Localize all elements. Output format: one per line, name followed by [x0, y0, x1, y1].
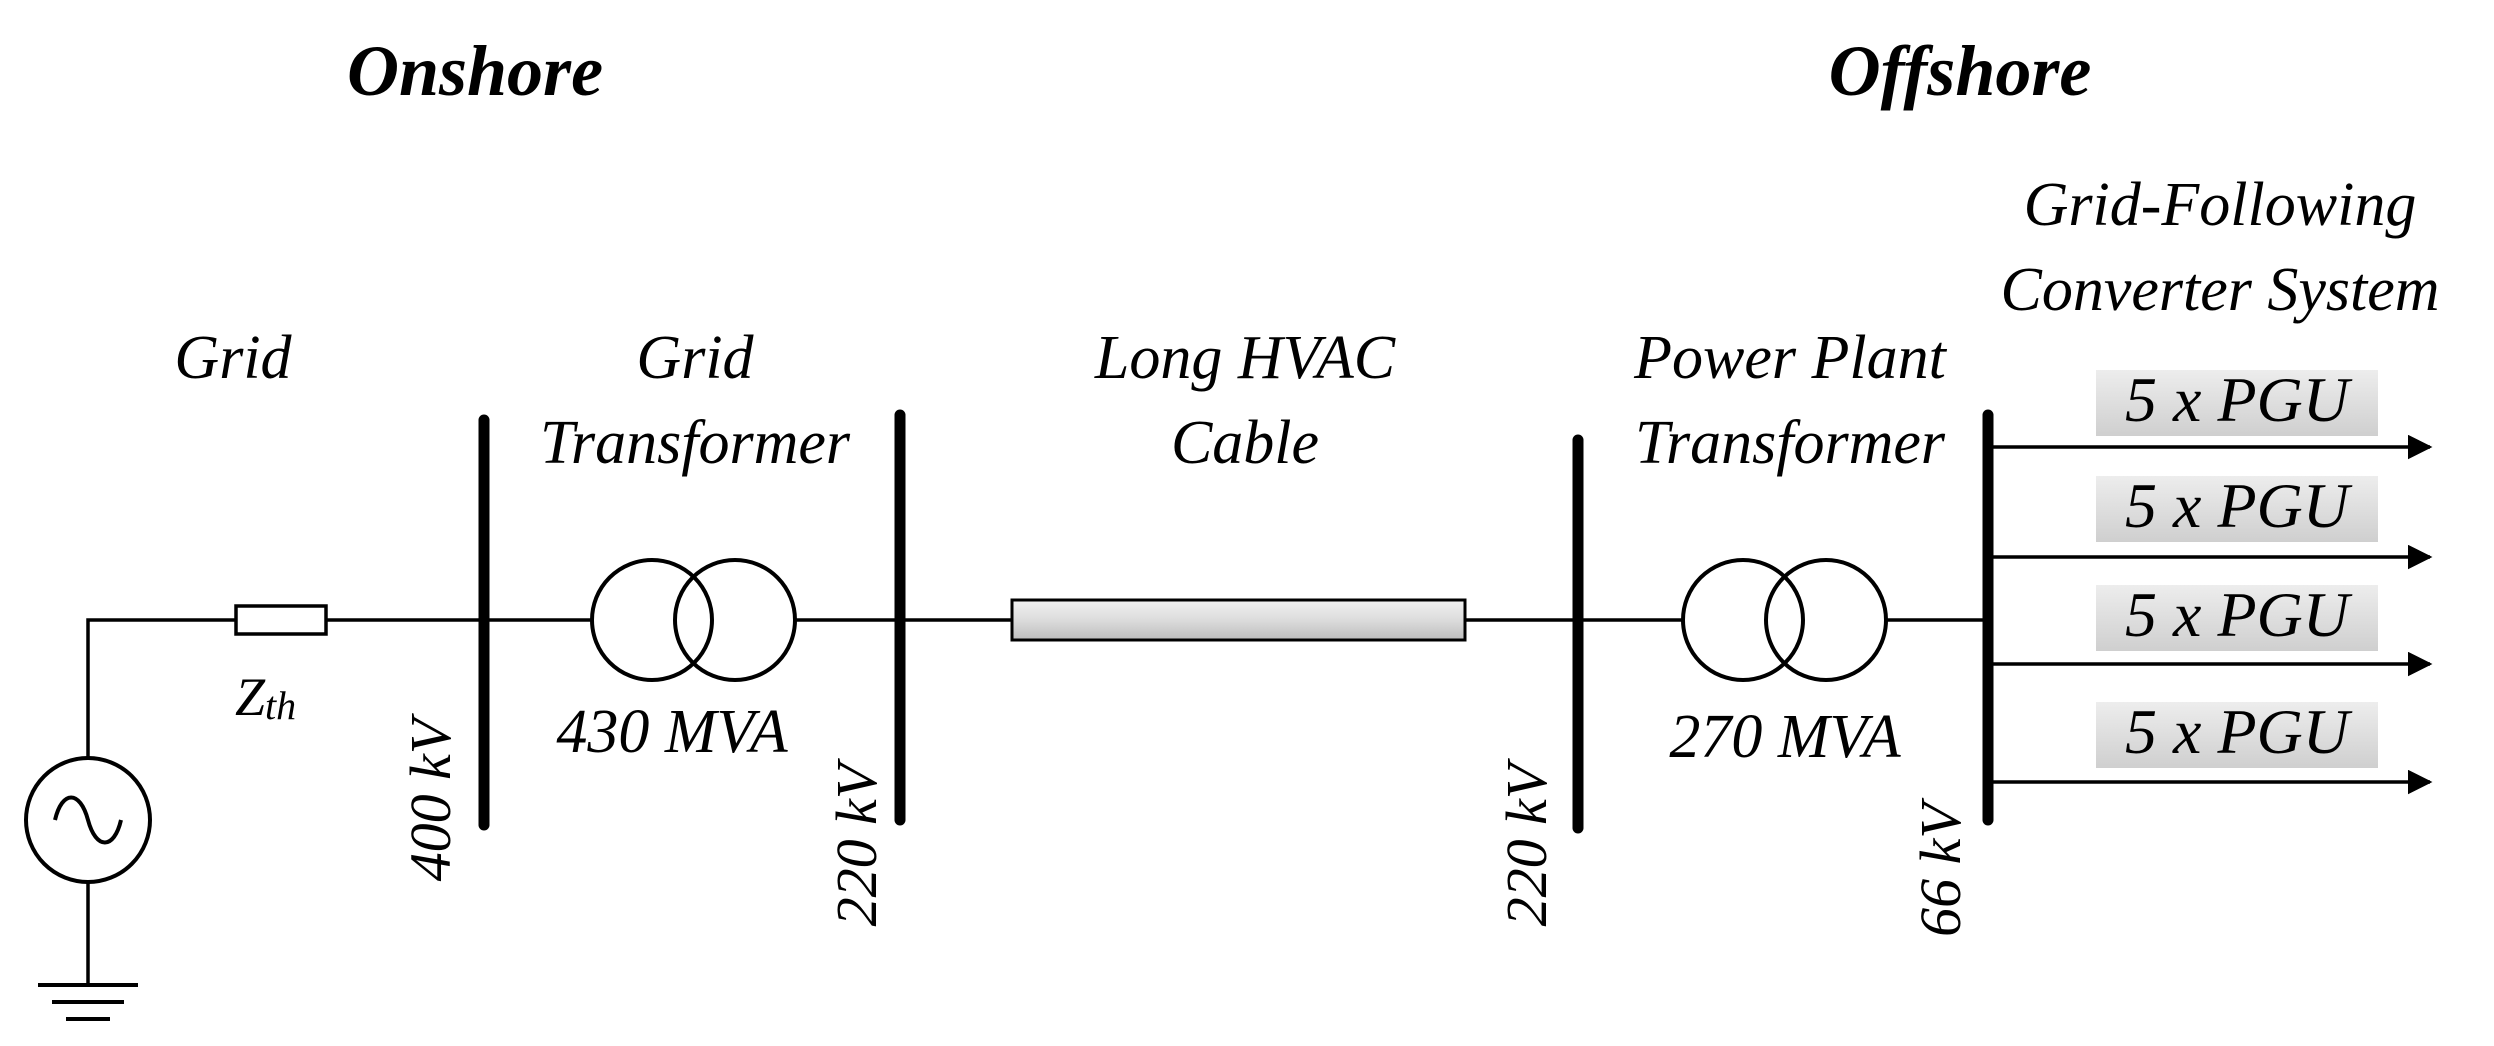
source-feeder-line	[86, 618, 236, 758]
ppt-rating: 270 MVA	[1669, 703, 1901, 771]
pgu-box	[2096, 702, 2378, 768]
pgu-box	[2096, 370, 2378, 436]
pgu-box	[2096, 585, 2378, 651]
pgu-label: 5 x PGU	[2125, 579, 2353, 650]
grid-transformer-label-line1: Grid	[636, 324, 754, 392]
bus-220kv-offshore-voltage-label: 220 kV	[1494, 757, 1559, 926]
pgu-label: 5 x PGU	[2125, 364, 2353, 435]
converter-label-line2: Converter System	[2000, 256, 2439, 324]
converter-system-label: Grid-Following Converter System	[2000, 171, 2439, 324]
ac-voltage-source-icon	[24, 756, 152, 884]
converter-label-line1: Grid-Following	[2024, 171, 2417, 239]
bus-66kv-voltage-label: 66 kV	[1908, 797, 1973, 937]
pgu-label: 5 x PGU	[2125, 696, 2353, 767]
grid-label: Grid	[174, 324, 292, 392]
impedance-label: Zth	[235, 667, 296, 728]
ppt-label-line2: Transformer	[1635, 409, 1946, 477]
cable-label-line2: Cable	[1171, 409, 1319, 477]
ppt-label-line1: Power Plant	[1633, 324, 1947, 392]
bus-400kv-voltage-label: 400 kV	[398, 712, 463, 881]
pgu-feeder: 5 x PGU	[1988, 364, 2433, 460]
bus-220kv-onshore-voltage-label: 220 kV	[824, 757, 889, 926]
pgu-label: 5 x PGU	[2125, 470, 2353, 541]
grid-transformer-rating: 430 MVA	[556, 698, 788, 766]
cable-label-line1: Long HVAC	[1094, 324, 1396, 392]
grid-transformer-label-line2: Transformer	[540, 409, 851, 477]
cable-label: Long HVAC Cable	[1094, 324, 1396, 477]
pgu-feeder: 5 x PGU	[1988, 470, 2433, 570]
pgu-box	[2096, 476, 2378, 542]
hvac-cable	[1010, 598, 1467, 642]
grid-transformer-label: Grid Transformer	[540, 324, 851, 477]
offshore-heading: Offshore	[1829, 31, 2092, 111]
thevenin-impedance	[234, 604, 328, 636]
power-plant-transformer-icon	[1681, 558, 1888, 682]
grid-transformer-icon	[590, 558, 797, 682]
ground-symbol-icon	[38, 882, 138, 1021]
pgu-feeder: 5 x PGU	[1988, 579, 2433, 677]
onshore-heading: Onshore	[347, 31, 603, 111]
pgu-feeder: 5 x PGU	[1988, 696, 2433, 795]
power-plant-transformer-label: Power Plant Transformer	[1633, 324, 1947, 477]
